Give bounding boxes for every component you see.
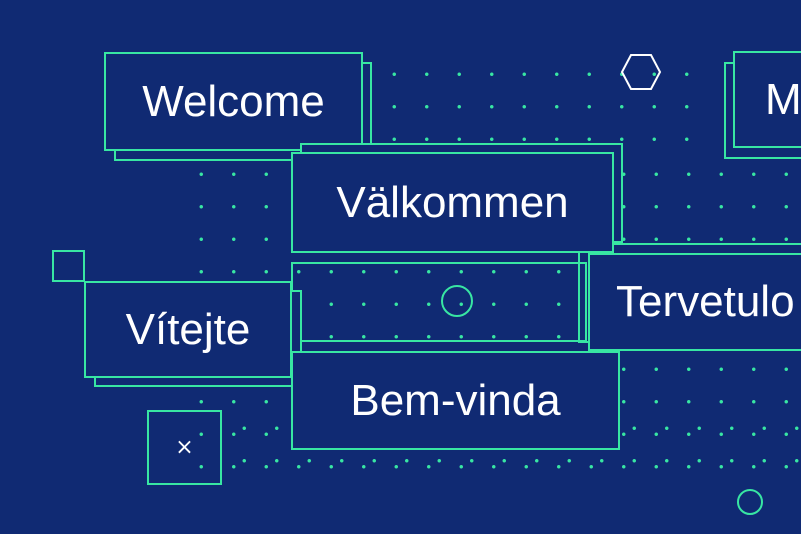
bem-vinda-label: Bem-vinda — [350, 375, 561, 425]
bem-vinda-card: Bem-vinda — [291, 351, 620, 450]
valkommen-card: Välkommen — [291, 152, 614, 253]
close-icon: × — [147, 410, 222, 485]
tervetuloa-label: Tervetulo — [616, 277, 795, 326]
welcome-card: Welcome — [104, 52, 363, 151]
dot-grid-top — [378, 58, 698, 158]
partial-card-label: M — [765, 74, 801, 124]
hexagon-icon — [620, 54, 662, 90]
vitejte-card: Vítejte — [84, 281, 292, 378]
circle-icon — [441, 285, 473, 317]
welcome-label: Welcome — [142, 76, 325, 126]
valkommen-label: Välkommen — [336, 177, 569, 227]
tervetuloa-card: Tervetulo — [588, 253, 801, 351]
partial-card: M — [733, 51, 801, 148]
square-icon — [52, 250, 85, 282]
close-symbol: × — [175, 435, 194, 460]
circle-icon-bottom — [737, 489, 763, 515]
middle-band-outline — [291, 262, 587, 342]
vitejte-label: Vítejte — [125, 304, 251, 354]
